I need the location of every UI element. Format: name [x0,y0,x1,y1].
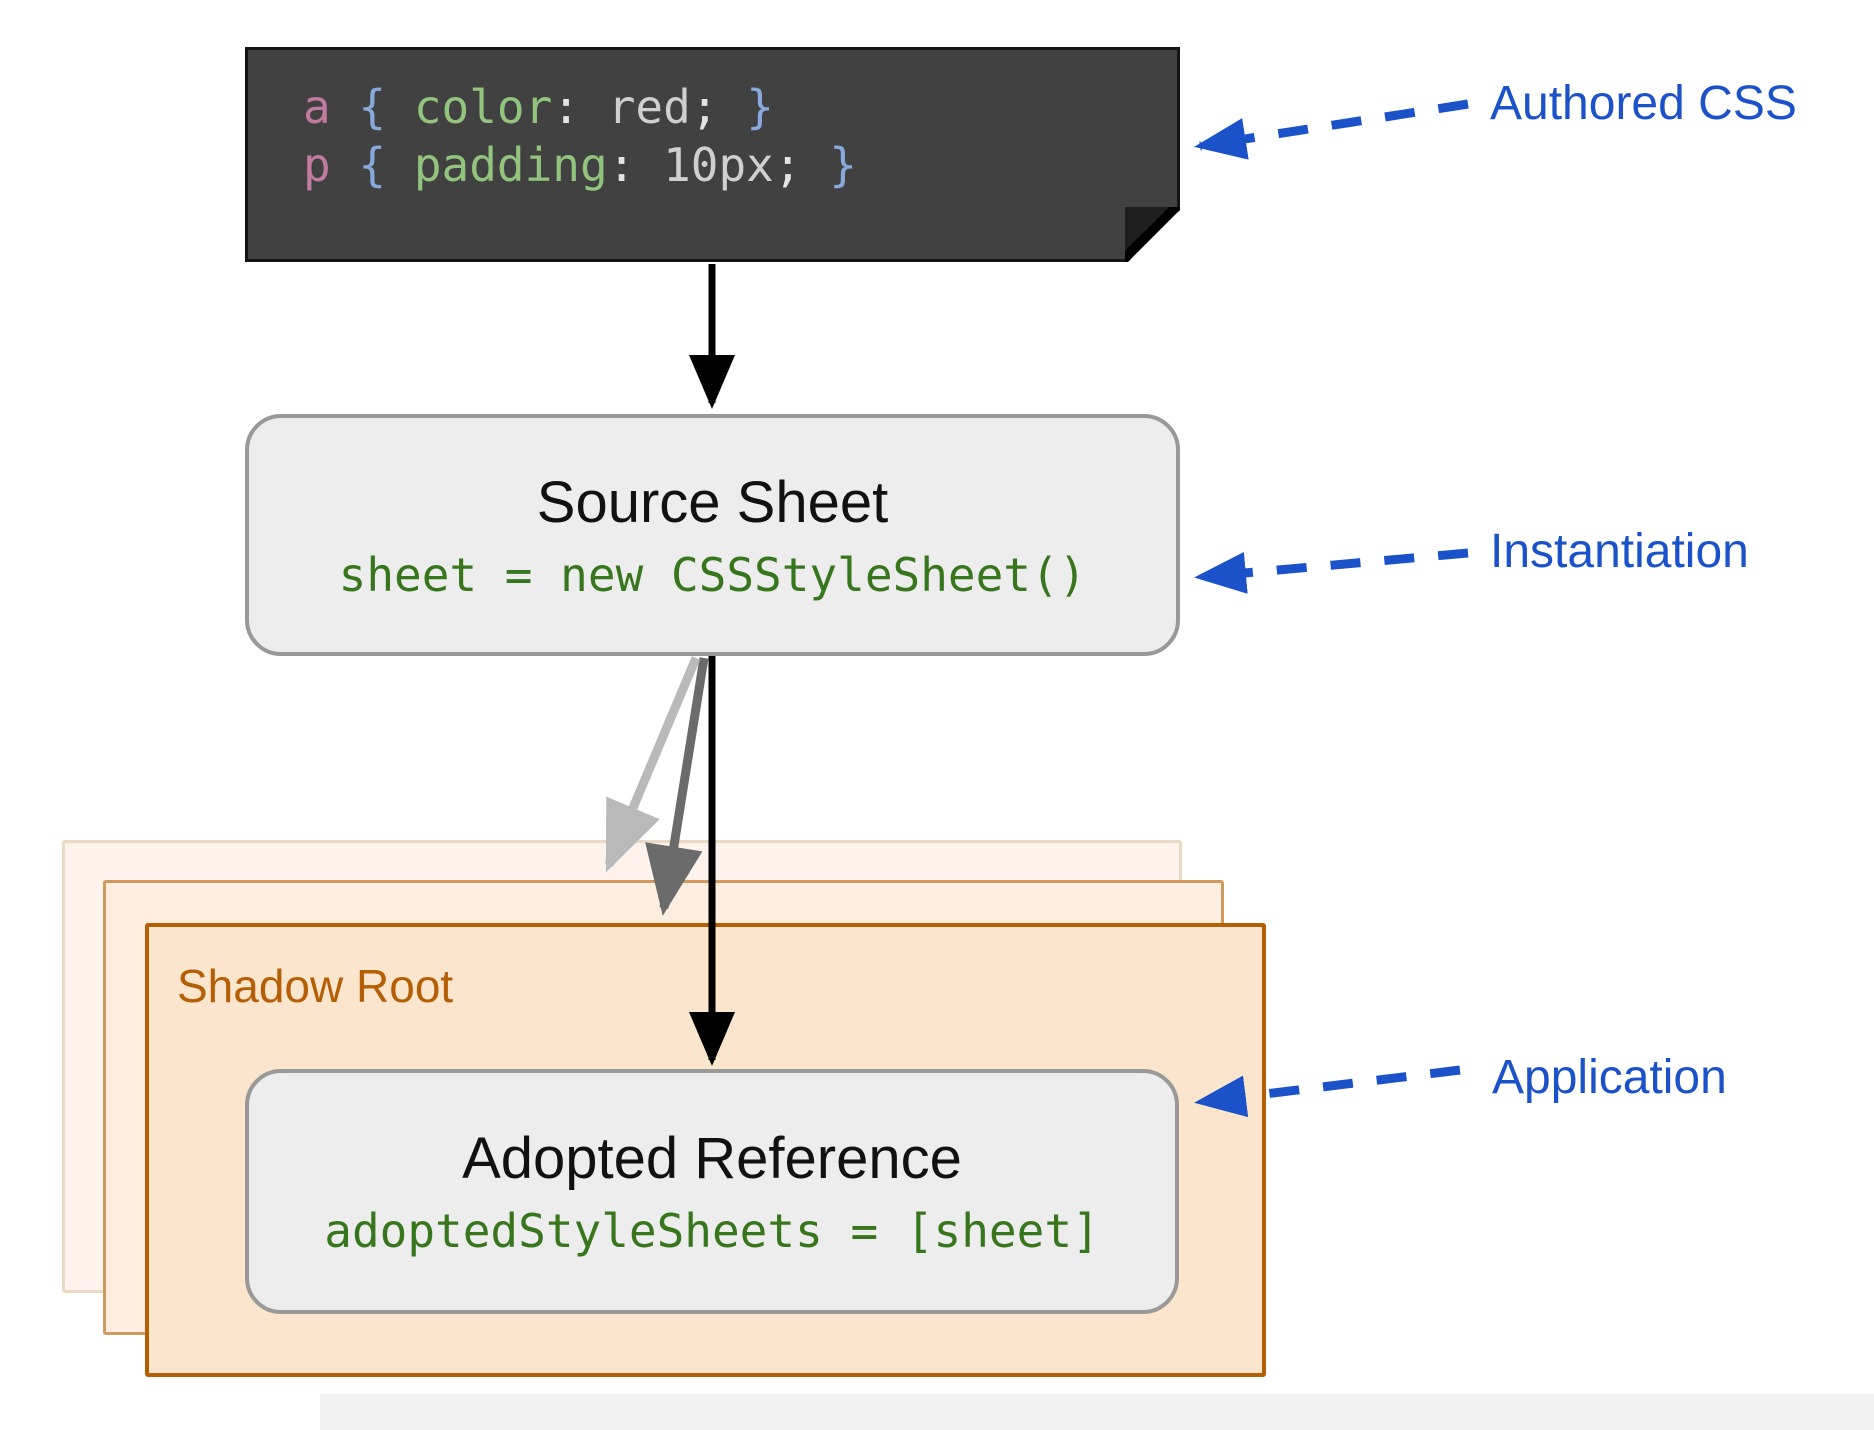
adopted-reference-box: Adopted Reference adoptedStyleSheets = [… [245,1069,1179,1314]
source-sheet-title: Source Sheet [536,469,889,535]
source-sheet-box: Source Sheet sheet = new CSSStyleSheet() [245,414,1180,656]
adopted-reference-code: adoptedStyleSheets = [sheet] [324,1204,1100,1258]
css-code-line-2: p { padding: 10px; } [303,138,857,192]
source-sheet-code: sheet = new CSSStyleSheet() [338,547,1087,602]
authored-css-annotation-label: Authored CSS [1490,77,1797,130]
instantiation-annotation-label: Instantiation [1490,525,1749,578]
shadow-root-label: Shadow Root [177,960,454,1012]
page-fold-corner [1125,207,1180,262]
css-code-line-1: a { color: red; } [303,80,774,134]
authored-css-box: a { color: red; } p { padding: 10px; } [245,47,1180,262]
bottom-edge-strip [320,1394,1874,1430]
instantiation-annotation-arrow [1194,548,1469,594]
arrow-source-to-back-shadow [604,656,701,873]
application-annotation-label: Application [1492,1051,1727,1104]
adopted-reference-title: Adopted Reference [462,1126,962,1191]
authored-css-annotation-arrow [1194,99,1469,160]
